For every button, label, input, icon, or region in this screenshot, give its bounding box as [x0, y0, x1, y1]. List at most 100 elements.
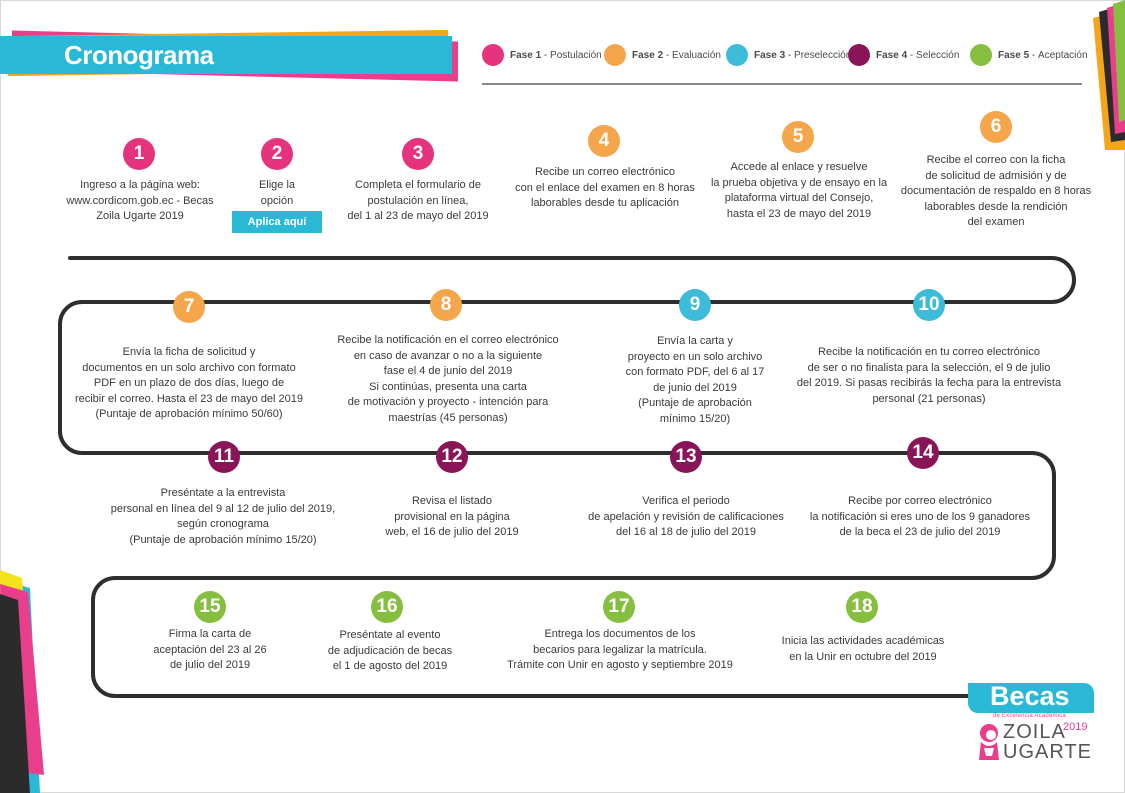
step-line: documentación de respaldo en 8 horas: [900, 185, 1092, 197]
step-line: del 1 al 23 de mayo del 2019: [347, 210, 489, 222]
phase-dot-icon: [726, 44, 748, 66]
step-line: mínimo 15/20): [659, 412, 731, 425]
step-line: Inicia las actividades académicas: [781, 635, 945, 647]
step-line: Preséntate al evento: [339, 629, 441, 641]
logo-becas: Becas: [990, 681, 1070, 711]
legend-item-fase-3: Fase 3 - Preselección: [726, 44, 851, 66]
step-number-15: 15: [194, 591, 226, 623]
step-description-4: Recibe un correo electrónico con el enlac…: [505, 165, 705, 212]
step-line: Recibe la notificación en tu correo elec…: [818, 346, 1040, 358]
legend-sep: -: [1029, 49, 1039, 61]
page-title: Cronograma: [64, 40, 214, 70]
step-line: hasta el 23 de mayo del 2019: [726, 207, 872, 220]
legend-sep: -: [663, 49, 673, 61]
zoila-portrait-icon: [979, 724, 999, 760]
step-line: de junio del 2019: [653, 381, 737, 394]
step-line: Revisa el listado: [411, 495, 493, 507]
step-line: Recibe un correo electrónico: [534, 166, 676, 178]
phase-dot-icon: [848, 44, 870, 66]
step-number-13: 13: [670, 441, 702, 473]
step-number-1: 1: [123, 138, 155, 170]
step-line: personal (21 personas): [872, 392, 986, 405]
step-line: de la beca el 23 de julio del 2019: [839, 526, 1001, 538]
step-line: de solicitud de admisión y de: [925, 169, 1067, 182]
logo-year: 2019: [1063, 721, 1088, 733]
step-number-9: 9: [679, 289, 711, 321]
step-line: postulación en línea,: [367, 194, 469, 207]
step-line: Envía la ficha de solicitud y: [122, 346, 256, 358]
step-line: de ser o no finalista para la selección,…: [807, 361, 1051, 374]
legend-sep: -: [541, 49, 551, 61]
step-line: según cronograma: [177, 518, 269, 530]
phase-dot-icon: [604, 44, 626, 66]
legend-divider: [482, 83, 1082, 85]
legend-phase: Fase 1: [510, 49, 542, 61]
legend-sep: -: [907, 49, 917, 61]
legend-phase: Fase 3: [754, 49, 786, 61]
legend-name: Preselección: [794, 49, 852, 61]
step-number-8: 8: [430, 289, 462, 321]
step-description-12: Revisa el listado provisional en la págin…: [368, 494, 536, 541]
phase-legend: Fase 1 - Postulación Fase 2 - Evaluación…: [482, 44, 1088, 74]
step-line: recibir el correo. Hasta el 23 de mayo d…: [74, 392, 304, 405]
step-line: proyecto en un solo archivo: [627, 350, 763, 363]
step-description-7: Envía la ficha de solicitud y documentos …: [70, 345, 308, 423]
step-number-16: 16: [371, 591, 403, 623]
step-line: Recibe la notificación en el correo elec…: [337, 334, 559, 346]
step-line: Ingreso a la página web:: [80, 179, 200, 191]
step-number-11: 11: [208, 441, 240, 473]
step-line: la notificación si eres uno de los 9 gan…: [809, 510, 1031, 523]
step-line: Si continúas, presenta una carta: [369, 380, 527, 393]
step-number-2: 2: [261, 138, 293, 170]
apply-here-button[interactable]: Aplica aquí: [232, 211, 322, 233]
step-line: Accede al enlace y resuelve: [730, 161, 868, 173]
step-number-17: 17: [603, 591, 635, 623]
logo-zoila: ZOILA: [1003, 721, 1066, 743]
step-line: (Puntaje de aprobación mínimo 50/60): [95, 408, 283, 420]
legend-phase: Fase 5: [998, 49, 1030, 61]
logo-ugarte: UGARTE: [1003, 741, 1092, 763]
step-line: con el enlace del examen en 8 horas: [515, 181, 695, 194]
step-line: fase el 4 de junio del 2019: [383, 365, 513, 377]
step-line: laborables desde la rendición: [924, 200, 1068, 213]
step-line: Elige la: [258, 179, 296, 191]
legend-name: Postulación: [550, 49, 602, 61]
step-line: Entrega los documentos de los: [544, 628, 696, 640]
legend-name: Selección: [916, 49, 960, 61]
step-line: laborables desde tu aplicación: [531, 197, 679, 209]
step-line: del 2019. Si pasas recibirás la fecha pa…: [796, 377, 1062, 389]
legend-phase: Fase 2: [632, 49, 664, 61]
step-line: de apelación y revisión de calificacione…: [588, 510, 784, 523]
legend-item-fase-2: Fase 2 - Evaluación: [604, 44, 721, 66]
logo-tagline: de Excelencia Académica: [993, 713, 1066, 719]
phase-dot-icon: [482, 44, 504, 66]
step-line: provisional en la página: [394, 510, 510, 523]
step-number-7: 7: [173, 291, 205, 323]
step-line: Zoila Ugarte 2019: [96, 210, 184, 222]
step-description-10: Recibe la notificación en tu correo elec…: [790, 345, 1068, 407]
step-number-3: 3: [402, 138, 434, 170]
step-number-18: 18: [846, 591, 878, 623]
step-line: (Puntaje de aprobación: [638, 397, 752, 409]
legend-item-fase-1: Fase 1 - Postulación: [482, 44, 602, 66]
step-line: (Puntaje de aprobación mínimo 15/20): [129, 533, 317, 546]
step-description-1: Ingreso a la página web:www.cordicom.gob…: [60, 178, 220, 225]
legend-sep: -: [785, 49, 795, 61]
step-line: web, el 16 de julio del 2019: [385, 526, 519, 538]
step-line: documentos en un solo archivo con format…: [82, 361, 296, 374]
legend-phase: Fase 4: [876, 49, 908, 61]
step-line: plataforma virtual del Consejo,: [724, 192, 874, 204]
step-line: PDF en un plazo de dos días, luego de: [93, 377, 285, 389]
step-line: del examen: [967, 216, 1025, 228]
step-line: en caso de avanzar o no a la siguiente: [353, 349, 543, 362]
step-line: aceptación del 23 al 26: [153, 643, 267, 656]
top-right-decoration: [1093, 0, 1125, 150]
